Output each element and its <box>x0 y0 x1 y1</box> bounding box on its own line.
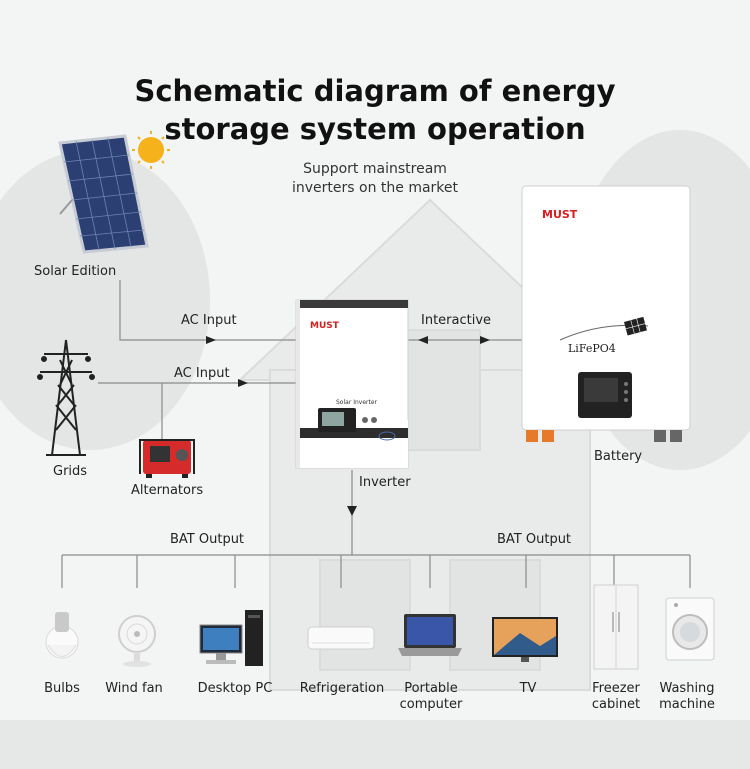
appliance-label-bulbs: Bulbs <box>17 681 107 697</box>
battery-icon <box>521 185 691 442</box>
appliance-label-line: cabinet <box>591 697 641 712</box>
appliance-drops <box>61 555 691 588</box>
appliance-label-line: Freezer <box>592 681 640 696</box>
arrow-inverter-down <box>347 506 357 516</box>
appliance-label-line: machine <box>659 697 715 712</box>
appliance-label-washing-machine: Washing machine <box>642 681 732 713</box>
appliance-label-line: Desktop PC <box>197 681 273 696</box>
battery-solar-badge <box>624 316 647 336</box>
appliance-label-refrigeration: Refrigeration <box>294 681 390 697</box>
battery-label: Battery <box>594 449 643 464</box>
fridge-icon <box>593 584 639 670</box>
appliance-label-freezer-cabinet: Freezer cabinet <box>571 681 661 713</box>
solar-connector <box>119 280 296 341</box>
inverter-brand-logo: MUST <box>310 321 340 331</box>
diagram-subtitle: Support mainstream inverters on the mark… <box>245 160 505 198</box>
inverter-label: Inverter <box>359 475 411 490</box>
tv-icon <box>492 617 558 662</box>
generator-icon <box>139 439 195 478</box>
title-line-1: Schematic diagram of energy <box>134 74 616 108</box>
bat-output-left-label: BAT Output <box>170 532 245 547</box>
pylon-icon <box>37 339 95 456</box>
battery-brand-logo: MUST <box>542 208 578 221</box>
grids-label: Grids <box>53 464 88 479</box>
bulb-icon <box>45 612 79 659</box>
desktop-pc-icon <box>199 610 263 666</box>
ac-input-solar-label: AC Input <box>181 313 237 328</box>
appliance-label-portable-computer: Portable computer <box>386 681 476 713</box>
interactive-label: Interactive <box>421 313 492 328</box>
laptop-icon <box>398 614 462 656</box>
appliance-label-line: computer <box>399 697 463 712</box>
washing-machine-icon <box>665 597 715 661</box>
alternators-label: Alternators <box>131 483 204 498</box>
arrow-grid <box>238 379 248 387</box>
title-line-2: storage system operation <box>164 112 586 146</box>
subtitle-line-2: inverters on the market <box>291 180 459 196</box>
appliance-label-line: Wind fan <box>105 681 163 696</box>
sun-icon <box>132 131 170 169</box>
solar-panel-icon <box>58 134 149 254</box>
connector-lines <box>61 280 691 588</box>
appliance-label-line: Refrigeration <box>299 681 385 696</box>
arrow-interactive-left <box>418 336 428 344</box>
appliance-label-line: Washing <box>659 681 715 696</box>
appliance-label-line: TV <box>519 681 537 696</box>
appliance-label-line: Portable <box>404 681 458 696</box>
air-conditioner-icon <box>307 626 375 650</box>
appliance-label-wind-fan: Wind fan <box>89 681 179 697</box>
appliance-label-desktop-pc: Desktop PC <box>190 681 280 697</box>
arrow-interactive-right <box>480 336 490 344</box>
subtitle-line-1: Support mainstream <box>303 161 447 177</box>
appliance-label-line: Bulbs <box>44 681 80 696</box>
appliance-label-tv: TV <box>483 681 573 697</box>
bat-output-right-label: BAT Output <box>497 532 572 547</box>
battery-chem-label: LiFePO4 <box>568 342 616 355</box>
arrows <box>206 336 490 516</box>
inverter-panel-label: Solar Inverter <box>336 399 378 406</box>
diagram-title: Schematic diagram of energy storage syst… <box>0 72 750 148</box>
ac-input-grid-label: AC Input <box>174 366 230 381</box>
inverter-icon <box>295 299 409 469</box>
solar-label: Solar Edition <box>34 264 117 279</box>
fan-icon <box>118 615 156 667</box>
arrow-solar <box>206 336 216 344</box>
